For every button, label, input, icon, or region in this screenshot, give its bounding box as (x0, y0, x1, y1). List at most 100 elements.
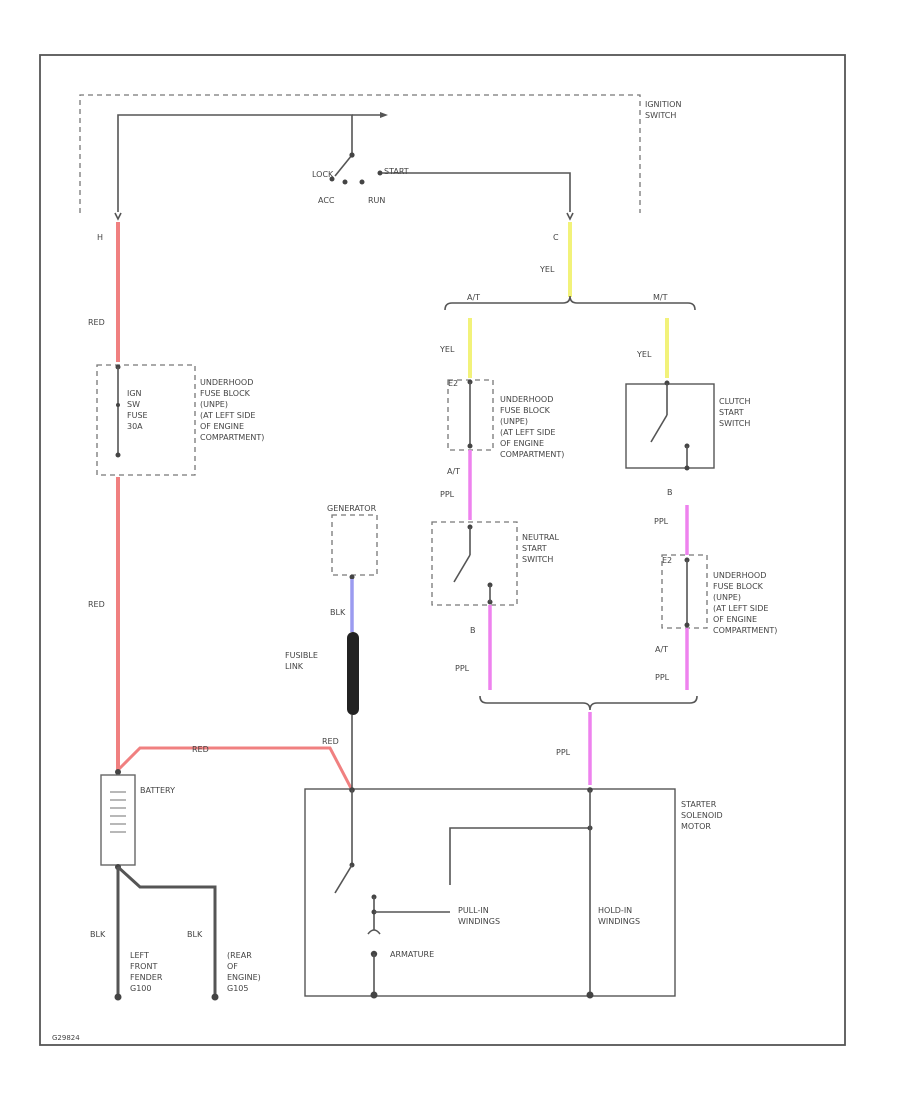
mt-label-top: M/T (653, 293, 668, 302)
svg-text:SWITCH: SWITCH (719, 419, 750, 428)
svg-text:(UNPE): (UNPE) (200, 400, 228, 409)
ignition-contact-run (359, 179, 365, 185)
fuse-block-mt-boundary (661, 554, 708, 629)
fuse-block-at-pin-label: E2 (448, 379, 458, 388)
ignition-acc-label: ACC (318, 196, 335, 205)
ignition-switch-boundary (79, 94, 641, 213)
svg-text:UNDERHOOD: UNDERHOOD (500, 395, 553, 404)
fusible-link-label: FUSIBLE LINK (285, 651, 318, 671)
ignition-pivot (349, 152, 355, 158)
generator-terminal (349, 574, 355, 580)
svg-text:(AT LEFT SIDE: (AT LEFT SIDE (200, 411, 255, 420)
terminal-h-label: H (97, 233, 103, 242)
svg-text:FUSIBLE: FUSIBLE (285, 651, 318, 660)
blk-label-right: BLK (187, 930, 203, 939)
yel-wire-label-at: YEL (439, 345, 455, 354)
svg-text:30A: 30A (127, 422, 143, 431)
blu-wire-label: BLK (330, 608, 346, 617)
ppl-label-mt-lower: PPL (655, 673, 670, 682)
clutch-switch-output (684, 465, 690, 471)
ignition-terminal-h (114, 212, 122, 221)
ign-fuse-label: IGN SW FUSE 30A (127, 389, 148, 431)
svg-text:OF ENGINE: OF ENGINE (713, 615, 757, 624)
ignition-terminal-c (566, 212, 574, 221)
svg-text:FUSE BLOCK: FUSE BLOCK (713, 582, 764, 591)
svg-text:OF ENGINE: OF ENGINE (200, 422, 244, 431)
ground-left-point (114, 993, 122, 1001)
ign-fuse-block-boundary (96, 364, 196, 476)
clutch-switch-pin-b: B (667, 488, 673, 497)
clutch-switch-box (625, 383, 715, 469)
ppl-label-at-upper: PPL (440, 490, 455, 499)
at-label-top: A/T (467, 293, 480, 302)
ignition-start-wire (382, 172, 571, 212)
red-wire-label-2: RED (88, 600, 105, 609)
svg-text:OF ENGINE: OF ENGINE (500, 439, 544, 448)
generator-label: GENERATOR (327, 504, 377, 513)
at-mt-brace (444, 295, 696, 311)
red-wire-label-3: RED (192, 745, 209, 754)
figure-code: G29824 (52, 1034, 80, 1042)
fuse-block-mt-label: UNDERHOOD FUSE BLOCK (UNPE) (AT LEFT SID… (713, 571, 777, 635)
ignition-switch-blade (334, 154, 353, 177)
battery-positive-post (115, 769, 121, 775)
svg-text:FENDER: FENDER (130, 973, 163, 982)
svg-text:OF: OF (227, 962, 238, 971)
ignition-contact-acc (342, 179, 348, 185)
armature-brush-symbol (367, 929, 381, 935)
pull-in-label: PULL-IN WINDINGS (458, 906, 500, 926)
svg-text:COMPARTMENT): COMPARTMENT) (500, 450, 564, 459)
neutral-switch-label: NEUTRAL START SWITCH (522, 533, 559, 564)
ignition-switch-label: IGNITION SWITCH (645, 100, 681, 120)
svg-text:PULL-IN: PULL-IN (458, 906, 489, 915)
svg-text:UNDERHOOD: UNDERHOOD (713, 571, 766, 580)
at-label-fuse: A/T (447, 467, 460, 476)
svg-text:IGN: IGN (127, 389, 142, 398)
ignition-run-label: RUN (368, 196, 385, 205)
ignition-lock-label: LOCK (312, 170, 334, 179)
battery-cells (110, 791, 126, 833)
terminal-c-label: C (553, 233, 559, 242)
svg-text:MOTOR: MOTOR (681, 822, 711, 831)
ppl-label-starter: PPL (556, 748, 571, 757)
ignition-contact-lock (329, 176, 335, 182)
clutch-switch-label: CLUTCH START SWITCH (719, 397, 751, 428)
svg-text:FUSE: FUSE (127, 411, 148, 420)
armature-ground-point (370, 991, 378, 999)
svg-text:LINK: LINK (285, 662, 304, 671)
svg-text:(UNPE): (UNPE) (713, 593, 741, 602)
svg-text:ENGINE): ENGINE) (227, 973, 261, 982)
svg-text:WINDINGS: WINDINGS (598, 917, 640, 926)
ground-right-label: (REAR OF ENGINE) G105 (227, 951, 261, 993)
svg-text:G100: G100 (130, 984, 151, 993)
svg-text:(UNPE): (UNPE) (500, 417, 528, 426)
svg-text:(REAR: (REAR (227, 951, 252, 960)
neutral-switch-boundary (431, 521, 518, 606)
neutral-switch-blade (453, 554, 471, 583)
svg-text:(AT LEFT SIDE: (AT LEFT SIDE (500, 428, 555, 437)
fuse-block-mt-bottom-pin (684, 622, 690, 628)
ignition-contact-start (377, 170, 383, 176)
svg-text:SOLENOID: SOLENOID (681, 811, 723, 820)
ground-left-label: LEFT FRONT FENDER G100 (130, 951, 163, 993)
svg-text:START: START (719, 408, 744, 417)
neutral-switch-pin-b: B (470, 626, 476, 635)
svg-text:STARTER: STARTER (681, 800, 717, 809)
svg-text:SWITCH: SWITCH (522, 555, 553, 564)
ignition-start-label: START (384, 167, 409, 176)
red-wire-battery-starter (116, 746, 354, 791)
svg-text:SWITCH: SWITCH (645, 111, 676, 120)
svg-text:FRONT: FRONT (130, 962, 157, 971)
ign-fuse-bottom-pin (115, 452, 121, 458)
solenoid-contact-blade (334, 864, 353, 894)
svg-text:START: START (522, 544, 547, 553)
red-wire-label-1: RED (88, 318, 105, 327)
fuse-block-mt-pin-label: E2 (662, 556, 672, 565)
pull-in-winding-return (449, 827, 590, 885)
battery-label: BATTERY (140, 786, 175, 795)
svg-text:(AT LEFT SIDE: (AT LEFT SIDE (713, 604, 768, 613)
diagram-frame (39, 54, 846, 1046)
ground-wire-right (116, 865, 217, 995)
fusible-link (347, 632, 359, 715)
fuse-block-at-label: UNDERHOOD FUSE BLOCK (UNPE) (AT LEFT SID… (500, 395, 564, 459)
